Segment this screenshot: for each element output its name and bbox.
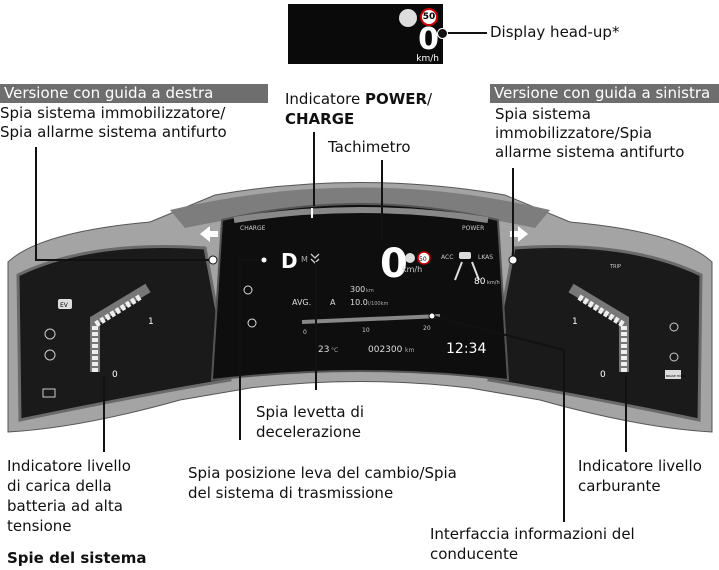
battery-one: 1 bbox=[148, 317, 154, 327]
charge-arc-label: CHARGE bbox=[240, 225, 266, 232]
scale-20: 20 bbox=[423, 325, 431, 332]
fuel-gauge-fill bbox=[577, 294, 627, 372]
battery-gauge-track bbox=[90, 283, 151, 372]
right-gauge-pod bbox=[487, 245, 703, 422]
immobilizer-lhd-dot bbox=[508, 255, 518, 265]
hud-limit-value: 50 bbox=[422, 12, 436, 22]
hud-lane-icon bbox=[399, 9, 417, 27]
lead-car-icon bbox=[459, 252, 471, 259]
cluster-lane-icon bbox=[405, 253, 415, 263]
gear-mode: M bbox=[301, 255, 308, 264]
tpms-icon bbox=[247, 318, 257, 328]
fuel-gauge-track bbox=[568, 283, 629, 372]
shift-label-1: Spia posizione leva del cambio/Spia bbox=[188, 464, 457, 482]
consumption-bar bbox=[301, 314, 441, 324]
power-charge-arc bbox=[233, 207, 489, 223]
decel-label-2: decelerazione bbox=[256, 423, 361, 441]
immobilizer-lhd-label-3: allarme sistema antifurto bbox=[495, 143, 685, 161]
fuel-label-2: carburante bbox=[578, 477, 661, 495]
charging-warning-icon bbox=[44, 349, 56, 361]
shift-dot bbox=[260, 256, 268, 264]
brake-hold-badge bbox=[665, 370, 681, 379]
battery-label-4: tensione bbox=[7, 517, 72, 535]
brake-warning-icon bbox=[44, 328, 56, 340]
fuel-pump-icon bbox=[669, 352, 679, 362]
avg-suffix: A bbox=[330, 298, 336, 307]
scale-0: 0 bbox=[303, 329, 307, 336]
head-up-display: 50 0 km/h bbox=[288, 4, 443, 64]
left-drive-banner: Versione con guida a sinistra bbox=[490, 84, 719, 103]
driver-info-label-1: Interfaccia informazioni del bbox=[430, 525, 635, 543]
cluster-speed-unit: km/h bbox=[402, 265, 422, 274]
brake-hold-text: BRAKE HOLD bbox=[666, 374, 686, 378]
acc-label: ACC bbox=[441, 254, 453, 261]
avg-value: 10.0 bbox=[350, 298, 368, 307]
decel-label-1: Spia levetta di bbox=[256, 403, 365, 421]
range-unit: km bbox=[366, 288, 374, 294]
temperature-unit: °C bbox=[331, 347, 338, 354]
shift-leader bbox=[239, 259, 262, 440]
power-word: POWER bbox=[364, 90, 428, 108]
lkas-label: LKAS bbox=[478, 254, 493, 261]
info-icon bbox=[243, 285, 253, 295]
battery-warning-icon bbox=[42, 388, 56, 398]
speedometer-label: Tachimetro bbox=[328, 138, 411, 156]
battery-label-3: batteria ad alta bbox=[7, 497, 123, 515]
odometer-unit: km bbox=[405, 347, 414, 354]
immobilizer-rhd-label-2: Spia allarme sistema antifurto bbox=[0, 123, 227, 141]
right-turn-arrow-icon bbox=[510, 226, 528, 242]
hud-speed-limit-sign: 50 bbox=[420, 8, 438, 26]
temperature: 23 bbox=[318, 345, 329, 355]
lane-lines-icon bbox=[454, 261, 480, 281]
follow-speed: 80 bbox=[474, 277, 486, 287]
charge-word: CHARGE bbox=[285, 110, 355, 128]
power-arc-label: POWER bbox=[462, 225, 484, 232]
ev-badge bbox=[58, 299, 72, 309]
hud-speed-unit: km/h bbox=[416, 54, 439, 64]
cluster-limit-value: 50 bbox=[419, 256, 427, 263]
system-lights-label: Spie del sistema bbox=[7, 549, 147, 567]
fuel-zero: 0 bbox=[600, 370, 606, 380]
right-drive-banner: Versione con guida a destra bbox=[0, 84, 268, 103]
power-charge-label: Indicatore POWER/ bbox=[285, 90, 432, 109]
hud-speed-value: 0 bbox=[418, 22, 439, 57]
scale-10: 10 bbox=[362, 327, 370, 334]
shift-label-2: del sistema di trasmissione bbox=[188, 484, 394, 502]
immobilizer-lhd-label-1: Spia sistema bbox=[495, 105, 591, 123]
battery-zero: 0 bbox=[112, 370, 118, 380]
fuel-one: 1 bbox=[572, 317, 578, 327]
cluster-speed: 0 bbox=[380, 241, 408, 287]
avg-unit: l/100km bbox=[368, 301, 389, 307]
cluster-limit-sign bbox=[417, 251, 431, 265]
fuel-label-1: Indicatore livello bbox=[578, 457, 702, 475]
follow-unit: km/h bbox=[487, 280, 500, 286]
hud-label: Display head-up* bbox=[490, 23, 620, 41]
clock: 12:34 bbox=[446, 341, 486, 357]
hud-connector-dot bbox=[437, 28, 448, 39]
center-display bbox=[210, 203, 510, 382]
immobilizer-lhd-label-2: immobilizzatore/Spia bbox=[495, 124, 653, 142]
battery-gauge-fill bbox=[92, 294, 142, 372]
driver-info-dot bbox=[428, 312, 436, 320]
left-gauge-pod bbox=[16, 245, 232, 422]
power-charge-prefix: Indicatore bbox=[285, 90, 365, 108]
driver-info-leader bbox=[431, 315, 565, 522]
battery-label-2: di carica della bbox=[7, 477, 112, 495]
range-value: 300 bbox=[350, 285, 365, 294]
trip-badge: TRIP bbox=[609, 264, 621, 270]
immobilizer-rhd-dot bbox=[208, 255, 218, 265]
avg-label: AVG. bbox=[292, 298, 311, 307]
hud-connector-line bbox=[441, 32, 487, 34]
immobilizer-rhd-label-1: Spia sistema immobilizzatore/ bbox=[0, 104, 226, 122]
battery-label-1: Indicatore livello bbox=[7, 457, 131, 475]
immobilizer-rhd-leader bbox=[35, 147, 209, 261]
ev-badge-text: EV bbox=[60, 302, 69, 309]
driver-info-label-2: conducente bbox=[430, 545, 519, 563]
left-turn-arrow-icon bbox=[200, 226, 218, 242]
odometer: 002300 bbox=[368, 345, 403, 355]
power-charge-slash: / bbox=[427, 90, 433, 108]
gear-position: D bbox=[281, 249, 298, 273]
seatbelt-icon bbox=[669, 322, 679, 332]
